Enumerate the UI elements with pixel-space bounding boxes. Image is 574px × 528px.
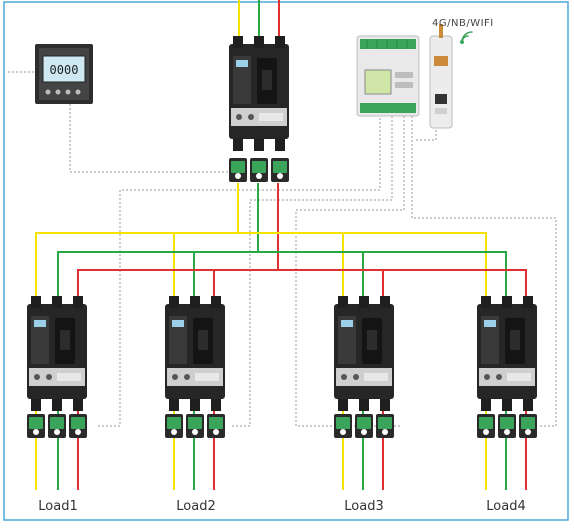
branch-breaker-4 — [477, 296, 537, 411]
branch-breaker-3 — [334, 296, 394, 411]
branch-ct-group-1 — [27, 414, 87, 438]
gateway-label: 4G/NB/WIFI — [432, 18, 494, 29]
branch-breaker-2 — [165, 296, 225, 411]
branch-ct-group-3 — [334, 414, 394, 438]
bus-bars — [35, 232, 527, 298]
panel-meter: 0000 — [35, 44, 93, 104]
main-feeder-lines — [237, 0, 280, 270]
din-rail-meter — [356, 35, 420, 117]
diagram-frame — [3, 1, 569, 521]
main-breaker — [229, 36, 289, 151]
load-label-4: Load4 — [486, 499, 525, 514]
branch-ct-group-4 — [477, 414, 537, 438]
branch-ct-group-2 — [165, 414, 225, 438]
iot-gateway — [429, 24, 453, 129]
meter-display: 0000 — [50, 63, 79, 77]
load-label-2: Load2 — [176, 499, 215, 514]
wifi-icon — [459, 31, 473, 44]
load-label-1: Load1 — [38, 499, 77, 514]
load-label-3: Load3 — [344, 499, 383, 514]
main-ct-group — [229, 158, 289, 182]
communication-lines — [8, 71, 557, 427]
branch-breaker-1 — [27, 296, 87, 411]
load-lines — [35, 410, 527, 490]
